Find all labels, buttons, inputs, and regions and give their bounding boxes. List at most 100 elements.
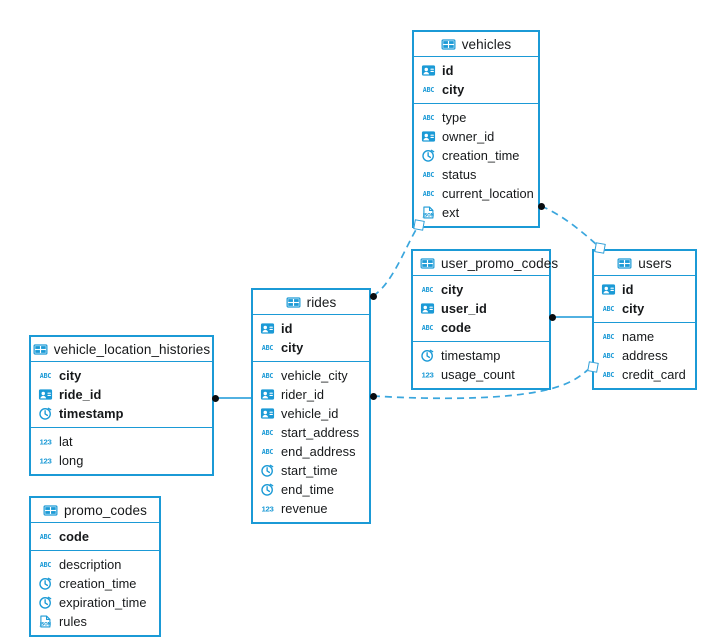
123-number-icon: 123 [260, 501, 275, 516]
column-row[interactable]: creation_time [31, 574, 159, 593]
svg-text:ABC: ABC [423, 171, 435, 179]
svg-text:123: 123 [39, 457, 52, 466]
svg-text:ABC: ABC [423, 190, 435, 198]
column-row[interactable]: vehicle_id [253, 404, 369, 423]
table-header-rides[interactable]: rides [253, 290, 369, 315]
relationship-one-marker-rides-to-users [587, 361, 599, 373]
column-name: credit_card [622, 367, 686, 382]
svg-text:ABC: ABC [603, 305, 615, 313]
column-name: city [442, 82, 465, 97]
column-row[interactable]: id [253, 319, 369, 338]
column-name: description [59, 557, 122, 572]
table-header-promo_codes[interactable]: promo_codes [31, 498, 159, 523]
id-card-icon [260, 321, 275, 336]
column-name: code [441, 320, 472, 335]
column-row[interactable]: end_time [253, 480, 369, 499]
column-row[interactable]: ABC credit_card [594, 365, 695, 384]
json-document-icon: JSON [38, 614, 53, 629]
column-row[interactable]: timestamp [413, 346, 549, 365]
relationship-many-marker-vehicles-to-users [537, 202, 545, 210]
table-header-users[interactable]: users [594, 251, 695, 276]
column-row[interactable]: JSON ext [414, 203, 538, 222]
table-header-vehicles[interactable]: vehicles [414, 32, 538, 57]
table-name: vehicle_location_histories [53, 341, 211, 357]
svg-text:123: 123 [261, 505, 274, 514]
column-name: rider_id [281, 387, 325, 402]
column-row[interactable]: rider_id [253, 385, 369, 404]
column-name: end_time [281, 482, 335, 497]
table-name: rides [306, 294, 337, 310]
column-row[interactable]: ABC current_location [414, 184, 538, 203]
clock-icon [421, 148, 436, 163]
relationship-line-vehicles-to-users[interactable] [540, 205, 598, 246]
abc-text-icon: ABC [601, 301, 616, 316]
svg-text:ABC: ABC [603, 333, 615, 341]
table-header-vehicle_location_histories[interactable]: vehicle_location_histories [31, 337, 212, 362]
column-row[interactable]: owner_id [414, 127, 538, 146]
column-row[interactable]: id [414, 61, 538, 80]
table-grid-icon [286, 295, 301, 310]
column-name: lat [59, 434, 73, 449]
column-name: vehicle_city [281, 368, 348, 383]
column-row[interactable]: 123 lat [31, 432, 212, 451]
column-name: current_location [442, 186, 534, 201]
column-row[interactable]: id [594, 280, 695, 299]
123-number-icon: 123 [420, 367, 435, 382]
abc-text-icon: ABC [38, 529, 53, 544]
column-name: end_address [281, 444, 356, 459]
column-row[interactable]: creation_time [414, 146, 538, 165]
table-grid-icon [441, 37, 456, 52]
column-row[interactable]: timestamp [31, 404, 212, 423]
column-row[interactable]: user_id [413, 299, 549, 318]
table-header-user_promo_codes[interactable]: user_promo_codes [413, 251, 558, 276]
svg-text:JSON: JSON [422, 213, 435, 219]
column-name: usage_count [441, 367, 515, 382]
column-row[interactable]: expiration_time [31, 593, 159, 612]
column-row[interactable]: ride_id [31, 385, 212, 404]
column-row[interactable]: 123 usage_count [413, 365, 549, 384]
relationship-one-marker-vehicles-to-users [594, 242, 606, 254]
svg-text:JSON: JSON [39, 622, 52, 628]
column-section-user_promo_codes: timestamp 123 usage_count [413, 342, 549, 388]
id-card-icon [601, 282, 616, 297]
id-card-icon [260, 387, 275, 402]
svg-text:123: 123 [39, 438, 52, 447]
relationship-one-marker-rides-to-vehicles [413, 219, 425, 231]
svg-text:ABC: ABC [262, 429, 274, 437]
clock-icon [260, 463, 275, 478]
json-document-icon: JSON [421, 205, 436, 220]
abc-text-icon: ABC [421, 167, 436, 182]
svg-text:ABC: ABC [603, 371, 615, 379]
column-row[interactable]: start_time [253, 461, 369, 480]
clock-icon [38, 576, 53, 591]
column-name: ext [442, 205, 460, 220]
